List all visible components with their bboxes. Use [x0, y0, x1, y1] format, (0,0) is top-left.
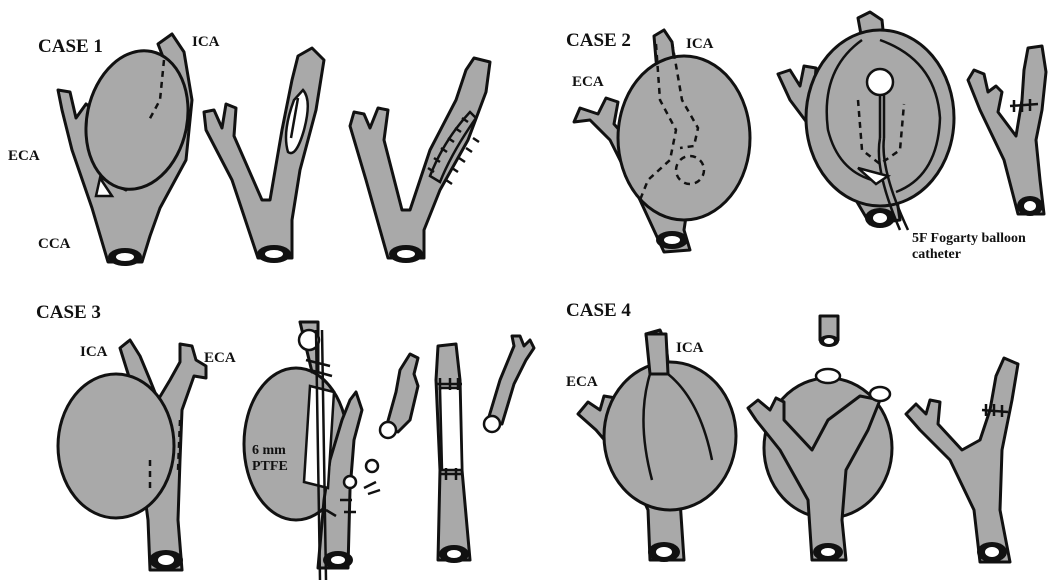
case-1-eca-label: ECA: [8, 148, 40, 164]
case-2-panel: CASE 2 ICA ECA 5F Fogarty ball: [566, 12, 1046, 262]
case-3-title: CASE 3: [36, 302, 101, 323]
case-1-title: CASE 1: [38, 36, 103, 57]
case-2-title: CASE 2: [566, 30, 631, 51]
case-1-panel: CASE 1 ICA ECA CCA: [8, 34, 490, 266]
case-1-arteriotomy-figure: [204, 48, 324, 263]
case-3-graft-label-line1: 6 mm: [252, 443, 286, 458]
case-4-panel: CASE 4 ICA ECA: [566, 300, 1018, 562]
case-3-aneurysm-figure: [58, 340, 206, 570]
case-4-resection-figure: [748, 316, 892, 561]
case-3-panel: CASE 3 ICA ECA 6 mm PTFE: [36, 302, 534, 580]
case-3-ica-label: ICA: [80, 344, 108, 360]
case-2-balloon-catheter-figure: [778, 12, 954, 230]
case-2-ica-label: ICA: [686, 36, 714, 52]
case-4-aneurysm-figure: [578, 330, 736, 562]
case-2-eca-label: ECA: [572, 74, 604, 90]
case-3-graft-label-line2: PTFE: [252, 459, 288, 474]
case-2-catheter-label-line2: catheter: [912, 247, 961, 262]
case-1-cca-label: CCA: [38, 236, 71, 252]
case-1-patch-repair-figure: [350, 58, 490, 263]
case-4-repaired-figure: [906, 358, 1018, 562]
case-2-catheter-label-line1: 5F Fogarty balloon: [912, 231, 1026, 246]
case-1-ica-label: ICA: [192, 34, 220, 50]
case-3-graft-repair-figure: [380, 336, 534, 563]
case-4-eca-label: ECA: [566, 374, 598, 390]
case-3-eca-label: ECA: [204, 350, 236, 366]
case-2-aneurysm-figure: [574, 30, 750, 252]
case-4-title: CASE 4: [566, 300, 631, 321]
case-2-repaired-figure: [968, 46, 1046, 216]
case-4-ica-label: ICA: [676, 340, 704, 356]
case-1-aneurysm-figure: [58, 34, 200, 266]
